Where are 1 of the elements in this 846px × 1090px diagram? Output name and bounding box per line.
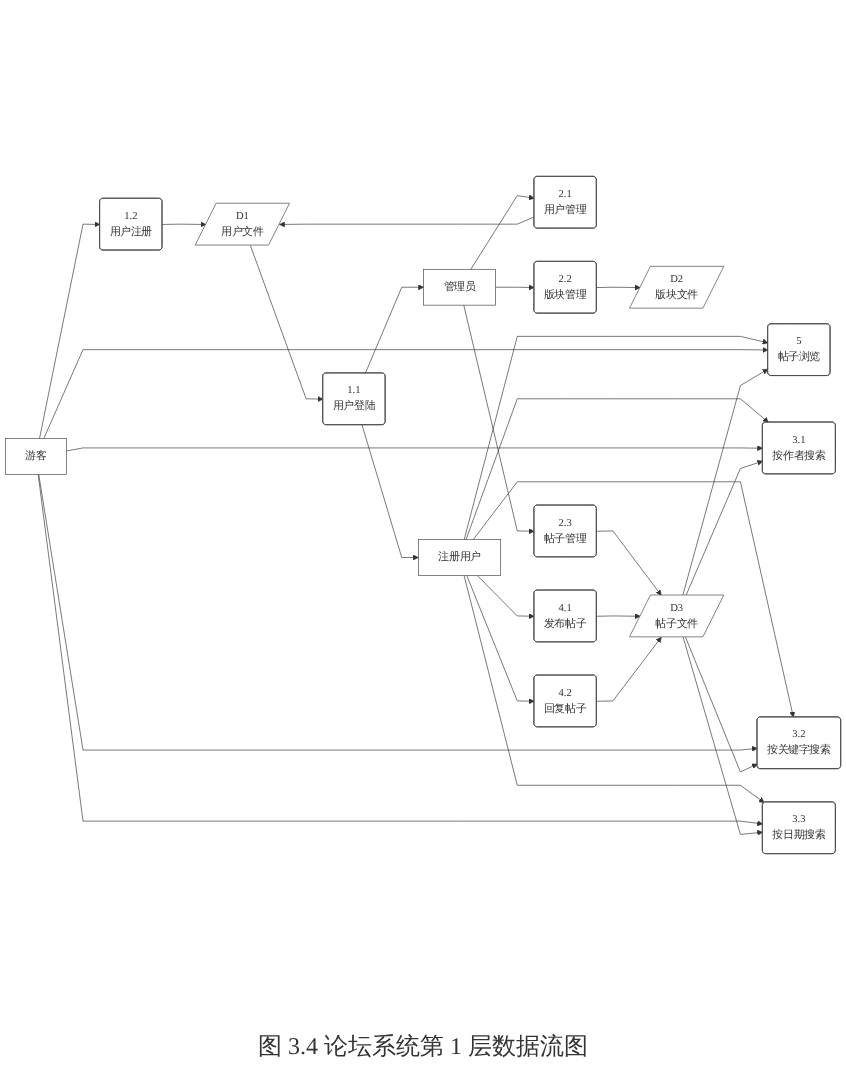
figure-caption: 图 3.4 论坛系统第 1 层数据流图 xyxy=(256,1030,590,1064)
